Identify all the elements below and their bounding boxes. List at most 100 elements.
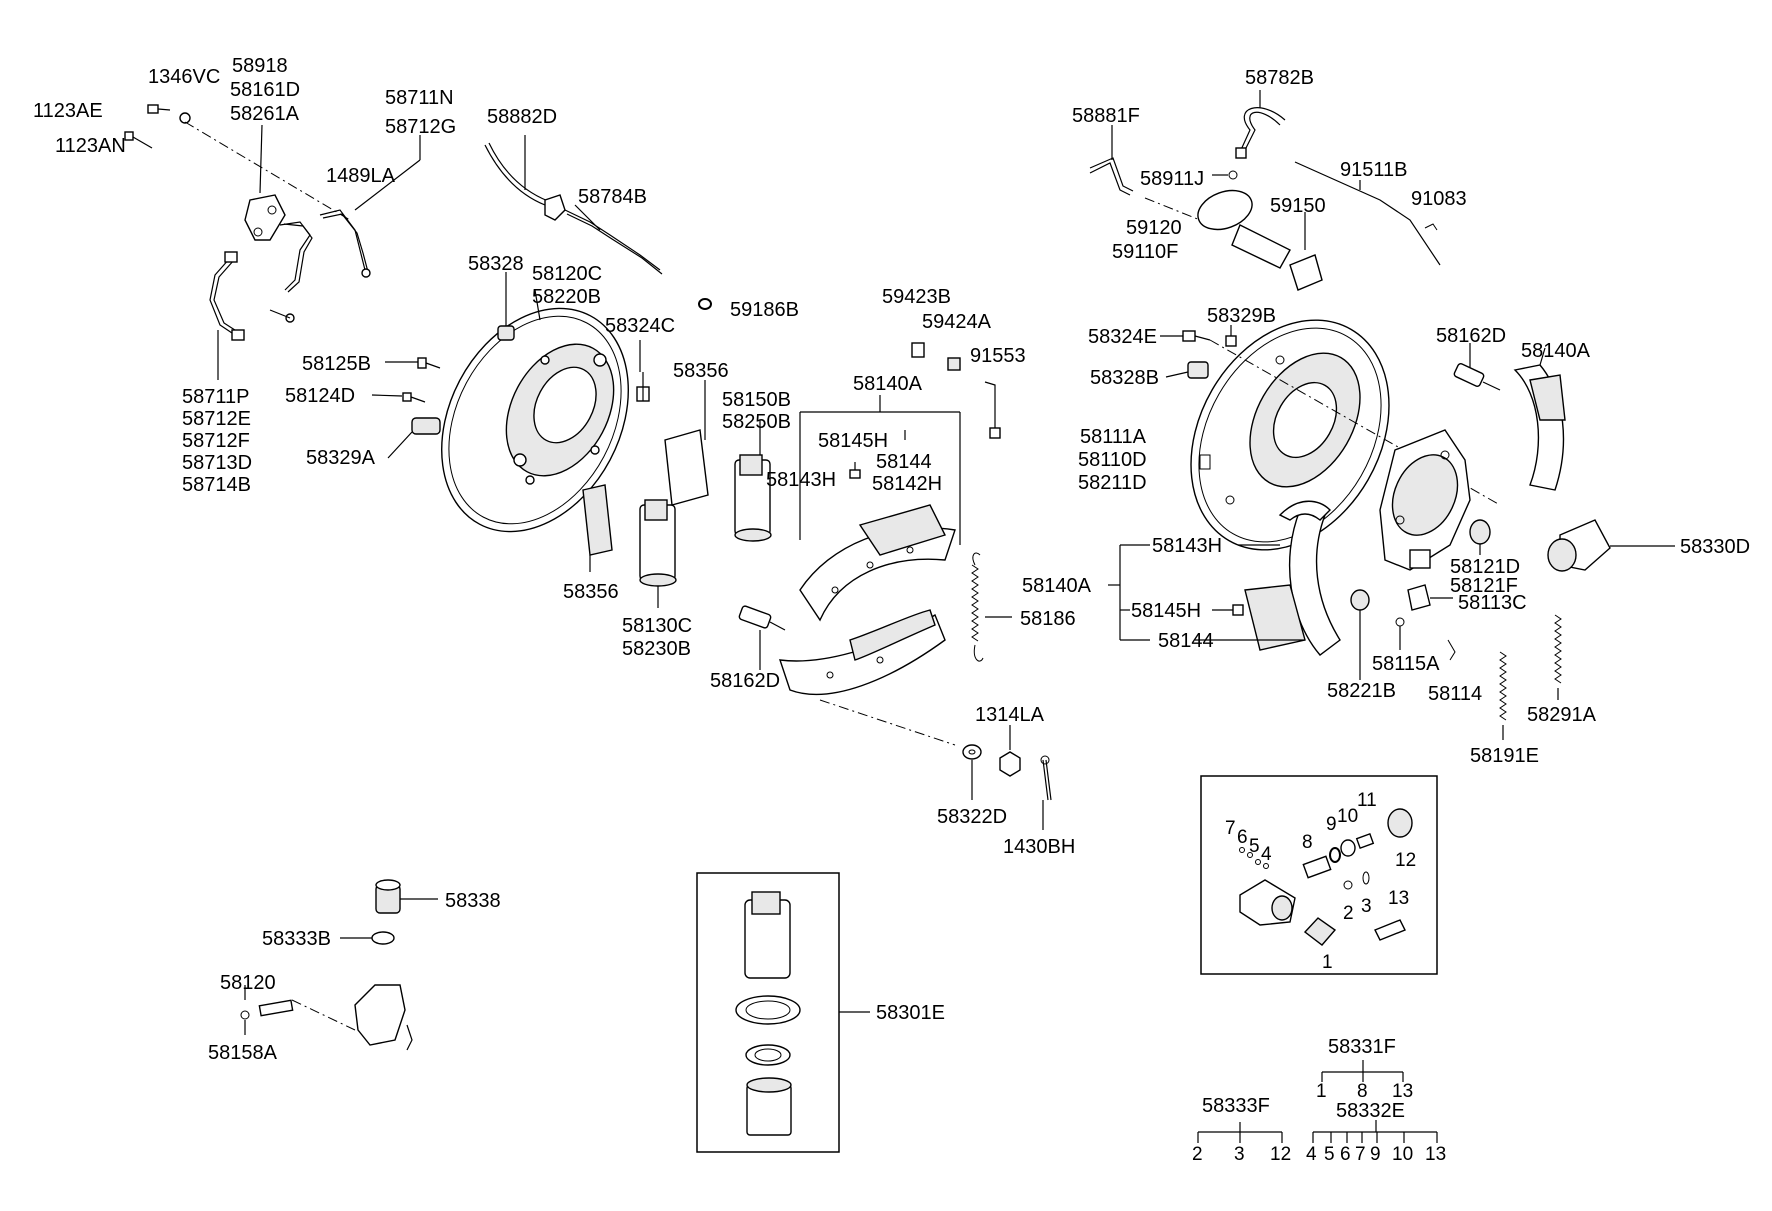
label-key-7: 7 (1225, 818, 1236, 839)
screw-58145H (849, 469, 861, 479)
brake-shoe-58140A-inner (1278, 500, 1341, 656)
label-tree-6: 6 (1340, 1144, 1351, 1165)
leader (387, 431, 413, 459)
label-58144-left: 58144 (876, 451, 932, 473)
leader (259, 124, 263, 194)
tree-58332E (1312, 1120, 1438, 1143)
label-tree-8: 8 (1357, 1081, 1368, 1102)
label-58712G: 58712G (385, 116, 456, 138)
label-58140A-mid: 58140A (1022, 575, 1092, 597)
cable-91511B (1294, 161, 1441, 266)
label-58125B: 58125B (302, 353, 371, 375)
label-58161D: 58161D (230, 79, 300, 101)
label-58186: 58186 (1020, 608, 1076, 630)
label-key-11: 11 (1357, 790, 1377, 811)
leader (1165, 371, 1189, 378)
label-58782B: 58782B (1245, 67, 1314, 89)
bolt-1123AN (124, 131, 153, 149)
backing-plate-58111A (1190, 319, 1390, 551)
label-58328: 58328 (468, 253, 524, 275)
label-58881F: 58881F (1072, 105, 1140, 127)
label-58333F: 58333F (1202, 1095, 1270, 1117)
label-tree-1: 1 (1316, 1081, 1327, 1102)
label-58145H-left: 58145H (818, 430, 888, 452)
label-58111A: 58111A (1080, 426, 1147, 448)
label-tree-13b: 13 (1425, 1144, 1446, 1165)
screw-58145H-right (1232, 604, 1244, 616)
label-key-5: 5 (1249, 836, 1260, 857)
label-58211D: 58211D (1078, 472, 1147, 494)
label-key-6: 6 (1237, 827, 1248, 848)
kit-parts-wheel-cylinder (1239, 808, 1413, 946)
clip-91083 (1424, 223, 1438, 231)
label-58322D: 58322D (937, 806, 1007, 828)
bolt-58125B (417, 357, 441, 369)
label-key-3: 3 (1361, 896, 1372, 917)
centerline (1209, 339, 1501, 506)
label-key-12: 12 (1395, 850, 1416, 871)
label-tree-2: 2 (1192, 1144, 1203, 1165)
label-58714B: 58714B (182, 474, 251, 496)
label-58144-right: 58144 (1158, 630, 1214, 652)
label-58324E: 58324E (1088, 326, 1157, 348)
tree-58331F (1321, 1060, 1404, 1082)
label-58328B: 58328B (1090, 367, 1159, 389)
centerline (291, 999, 356, 1031)
leader (371, 394, 403, 397)
label-58711N: 58711N (385, 87, 454, 109)
label-tree-13a: 13 (1392, 1081, 1413, 1102)
brake-line-58882D (484, 142, 663, 275)
label-58113C: 58113C (1458, 592, 1527, 614)
spring-58191E (1499, 651, 1507, 721)
cotter-pin-1430BH (1040, 755, 1052, 801)
wheel-cylinder-58150B (734, 454, 772, 542)
label-58332E: 58332E (1336, 1100, 1405, 1122)
bracket-lines-58140A-right (1108, 544, 1305, 641)
cylinder-body-58120 (240, 984, 413, 1051)
label-58191E: 58191E (1470, 745, 1539, 767)
wheel-cylinder-58330D (1547, 519, 1611, 572)
label-58911J: 58911J (1140, 168, 1204, 190)
centerline (819, 699, 956, 746)
leader (1539, 347, 1546, 366)
brake-shoe-58140A-upper (799, 504, 956, 622)
label-58261A: 58261A (230, 103, 300, 125)
label-91553: 91553 (970, 345, 1026, 367)
clip-59424A (947, 357, 961, 371)
bolt-58324C (636, 372, 650, 402)
label-58712E: 58712E (182, 408, 251, 430)
seal-59150 (1289, 254, 1323, 291)
label-tree-5: 5 (1324, 1144, 1335, 1165)
label-91511B: 91511B (1340, 159, 1407, 181)
tree-58333F (1197, 1122, 1283, 1143)
label-58333B: 58333B (262, 928, 331, 950)
label-58140A-right: 58140A (1521, 340, 1591, 362)
plug-58328B (1187, 361, 1209, 379)
nut-1314LA (999, 751, 1021, 777)
label-58784B: 58784B (578, 186, 647, 208)
cap-58338 (375, 879, 401, 914)
label-59110F: 59110F (1112, 241, 1178, 263)
label-58120: 58120 (220, 972, 276, 994)
label-tree-3: 3 (1234, 1144, 1245, 1165)
gasket-58356 (582, 429, 709, 556)
kit-box-wheel-cylinder (1200, 775, 1438, 975)
bushing-58221B (1350, 589, 1370, 611)
label-58162D-right: 58162D (1436, 325, 1506, 347)
label-1346VC: 1346VC (148, 66, 220, 88)
brake-hose-58711P (209, 251, 245, 341)
label-58329A: 58329A (306, 447, 376, 469)
adjuster-58162D-right (1453, 363, 1501, 391)
label-59423B: 59423B (882, 286, 951, 308)
clamp-58911J (1228, 170, 1238, 180)
bolt-1123AE (147, 104, 171, 114)
label-1489LA: 1489LA (326, 165, 396, 187)
label-tree-4: 4 (1306, 1144, 1317, 1165)
label-58143H-left: 58143H (766, 469, 836, 491)
label-key-8: 8 (1302, 832, 1313, 853)
clip-58114 (1447, 639, 1456, 661)
label-59150: 59150 (1270, 195, 1326, 217)
bolt-58324E (1182, 330, 1211, 342)
label-key-10: 10 (1337, 806, 1358, 827)
part-labels: 1123AE 1346VC 58918 58161D 58261A 1123AN… (33, 55, 1750, 1165)
